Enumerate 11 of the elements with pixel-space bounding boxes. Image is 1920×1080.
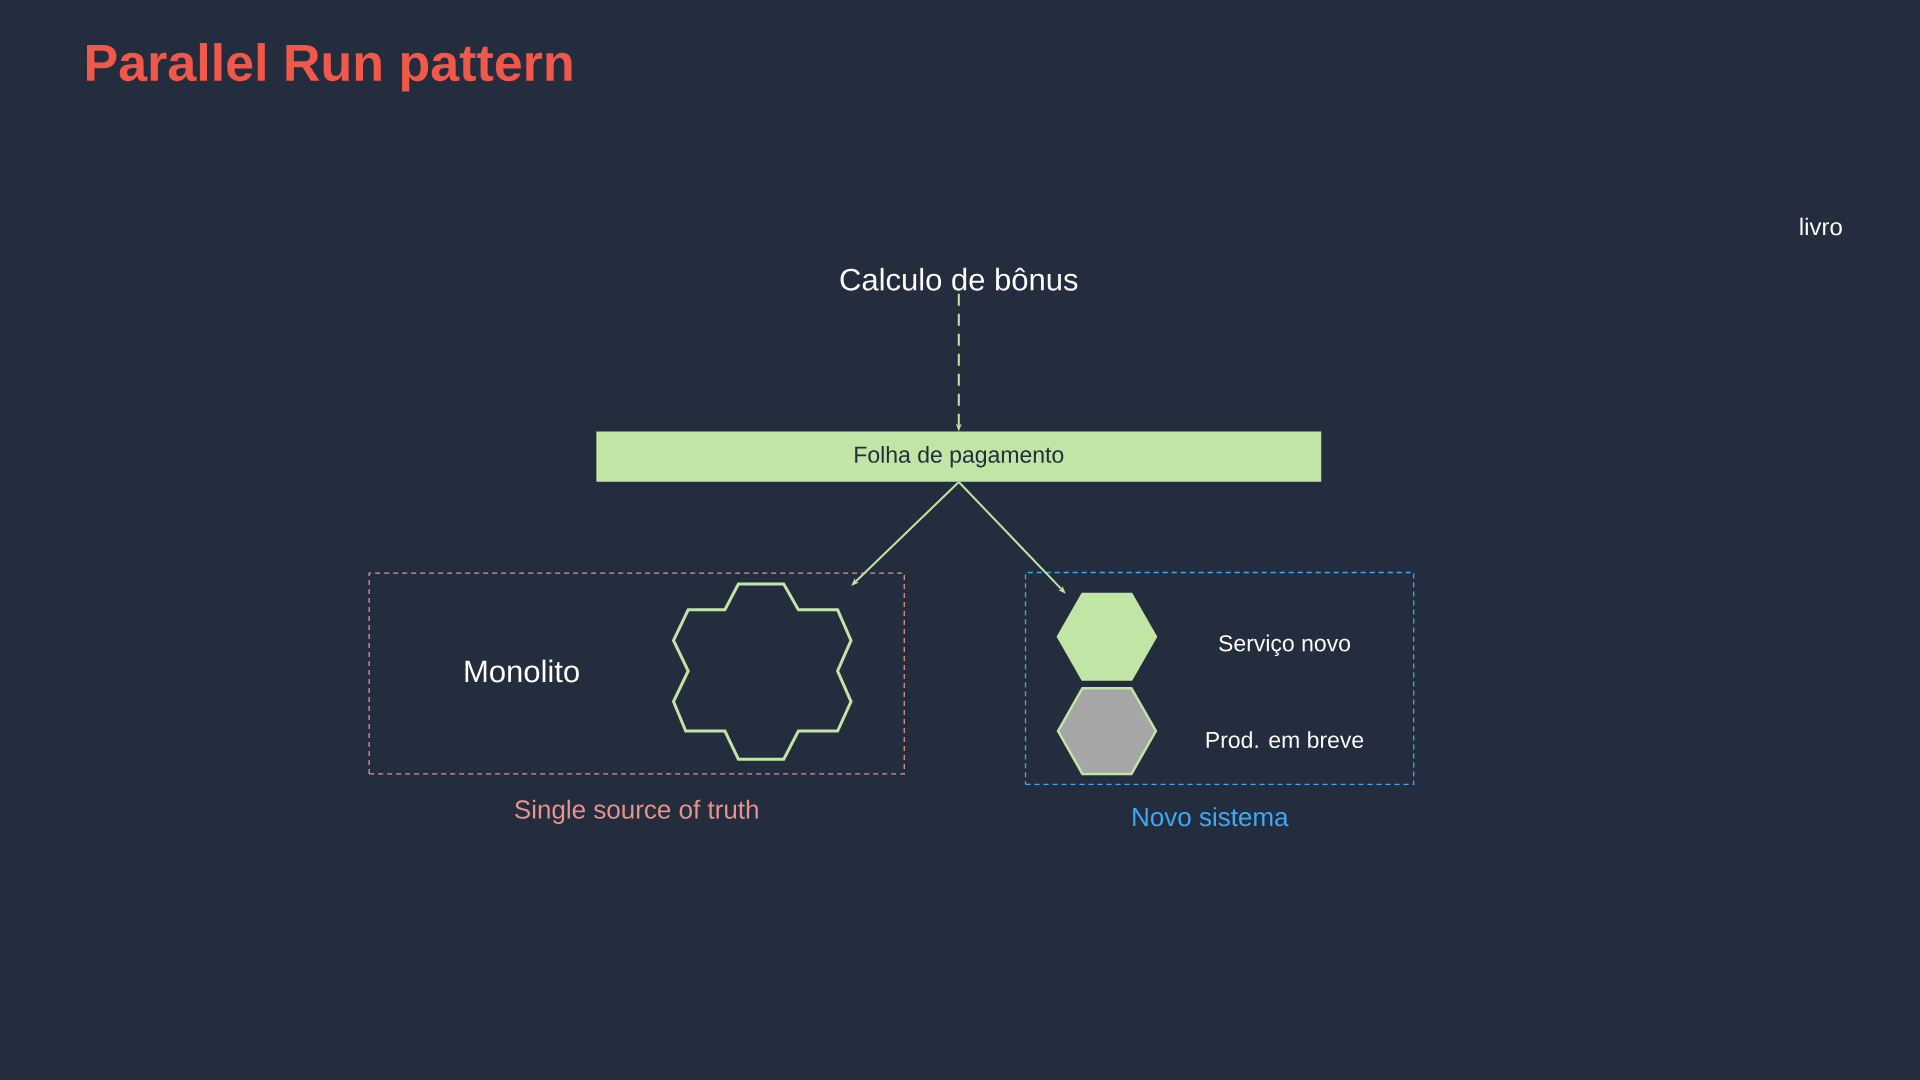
node-label: Novo sistema [1133,807,1289,827]
title: Parallel Run pattern [87,43,572,92]
service-label: Prod. em breve [1206,731,1364,749]
service-label: Serviço novo [1219,634,1350,657]
process-bar: Folha de pagamento [596,431,1322,482]
arrow [851,481,960,586]
heading: Calculo de bônus [840,267,1078,291]
caption: livro [1800,217,1842,236]
node-label: Single source of truth [515,799,758,824]
monolith-shape [671,582,853,761]
group-box: Monolito Single source of truth [368,572,905,824]
